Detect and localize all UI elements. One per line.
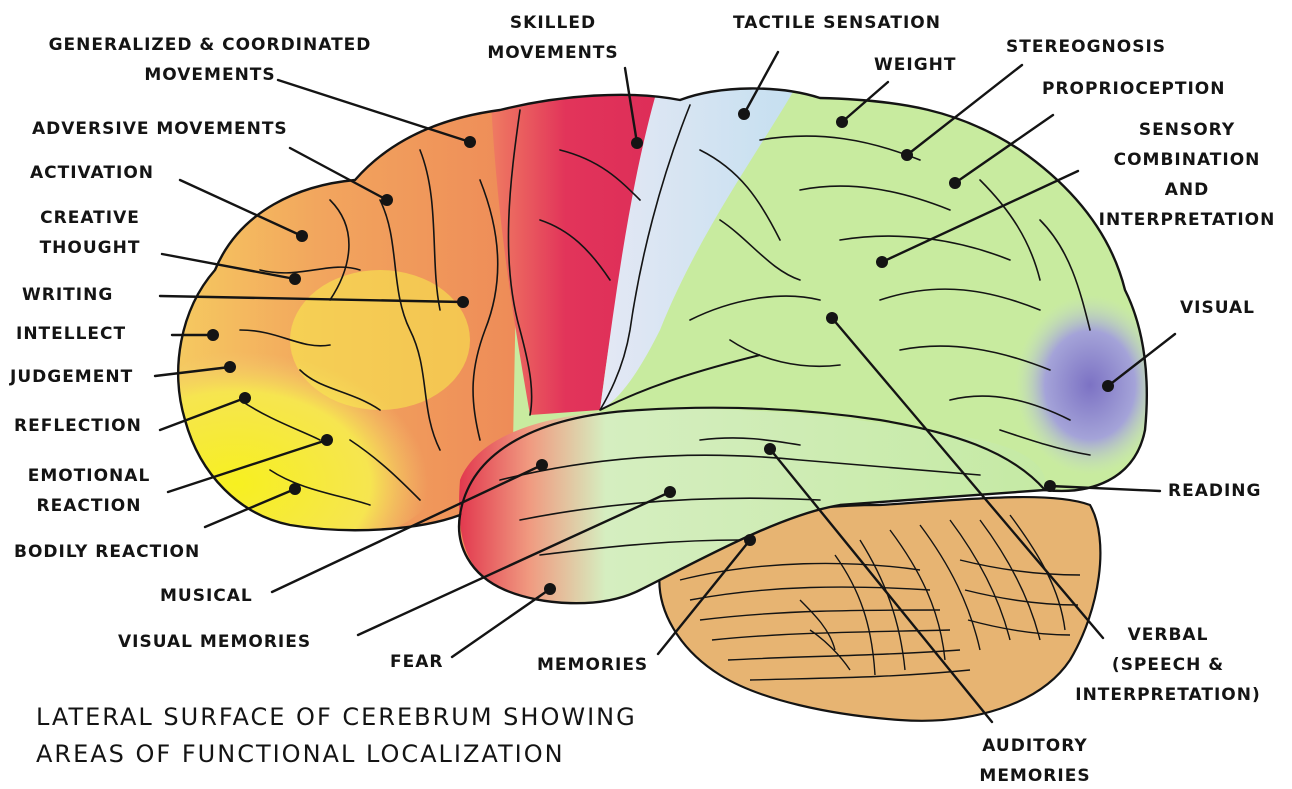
label-sensory-line4: INTERPRETATION (1082, 205, 1292, 235)
label-sensory-line1: SENSORY (1082, 115, 1292, 145)
label-generalized-line1: GENERALIZED & COORDINATED (20, 30, 400, 60)
label-adversive-movements: ADVERSIVE MOVEMENTS (32, 114, 288, 144)
label-creative-line1: CREATIVE (20, 203, 160, 233)
label-fear: FEAR (390, 647, 443, 677)
label-verbal-line2: (SPEECH & (1062, 650, 1274, 680)
label-verbal-speech-interpretation: VERBAL (SPEECH & INTERPRETATION) (1062, 620, 1274, 710)
label-reading: READING (1168, 476, 1261, 506)
label-auditory-line2: MEMORIES (960, 761, 1110, 789)
label-emotional-line2: REACTION (14, 491, 164, 521)
label-sensory-line2: COMBINATION (1082, 145, 1292, 175)
label-memories: MEMORIES (537, 650, 648, 680)
label-musical: MUSICAL (160, 581, 253, 611)
label-verbal-line1: VERBAL (1062, 620, 1274, 650)
label-writing: WRITING (22, 280, 113, 310)
label-bodily-reaction: BODILY REACTION (14, 537, 200, 567)
label-activation: ACTIVATION (30, 158, 154, 188)
label-sensory-line3: AND (1082, 175, 1292, 205)
diagram-title-line1: LATERAL SURFACE OF CEREBRUM SHOWING (36, 699, 637, 736)
label-creative-thought: CREATIVE THOUGHT (20, 203, 160, 263)
label-tactile-sensation: TACTILE SENSATION (733, 8, 941, 38)
diagram-title: LATERAL SURFACE OF CEREBRUM SHOWING AREA… (36, 699, 637, 773)
label-auditory-line1: AUDITORY (960, 731, 1110, 761)
label-skilled-movements: SKILLED MOVEMENTS (468, 8, 638, 68)
label-generalized-line2: MOVEMENTS (20, 60, 400, 90)
label-proprioception: PROPRIOCEPTION (1042, 74, 1225, 104)
label-emotional-reaction: EMOTIONAL REACTION (14, 461, 164, 521)
label-visual-memories: VISUAL MEMORIES (118, 627, 311, 657)
label-skilled-line1: SKILLED (468, 8, 638, 38)
label-sensory-combination-interpretation: SENSORY COMBINATION AND INTERPRETATION (1082, 115, 1292, 235)
label-weight: WEIGHT (874, 50, 956, 80)
label-judgement: JUDGEMENT (10, 362, 133, 392)
label-auditory-memories: AUDITORY MEMORIES (960, 731, 1110, 789)
label-stereognosis: STEREOGNOSIS (1006, 32, 1166, 62)
label-verbal-line3: INTERPRETATION) (1062, 680, 1274, 710)
label-intellect: INTELLECT (16, 319, 126, 349)
label-reflection: REFLECTION (14, 411, 142, 441)
label-generalized-coordinated-movements: GENERALIZED & COORDINATED MOVEMENTS (20, 30, 400, 90)
label-skilled-line2: MOVEMENTS (468, 38, 638, 68)
label-emotional-line1: EMOTIONAL (14, 461, 164, 491)
diagram-title-line2: AREAS OF FUNCTIONAL LOCALIZATION (36, 736, 637, 773)
label-visual: VISUAL (1180, 293, 1255, 323)
label-creative-line2: THOUGHT (20, 233, 160, 263)
